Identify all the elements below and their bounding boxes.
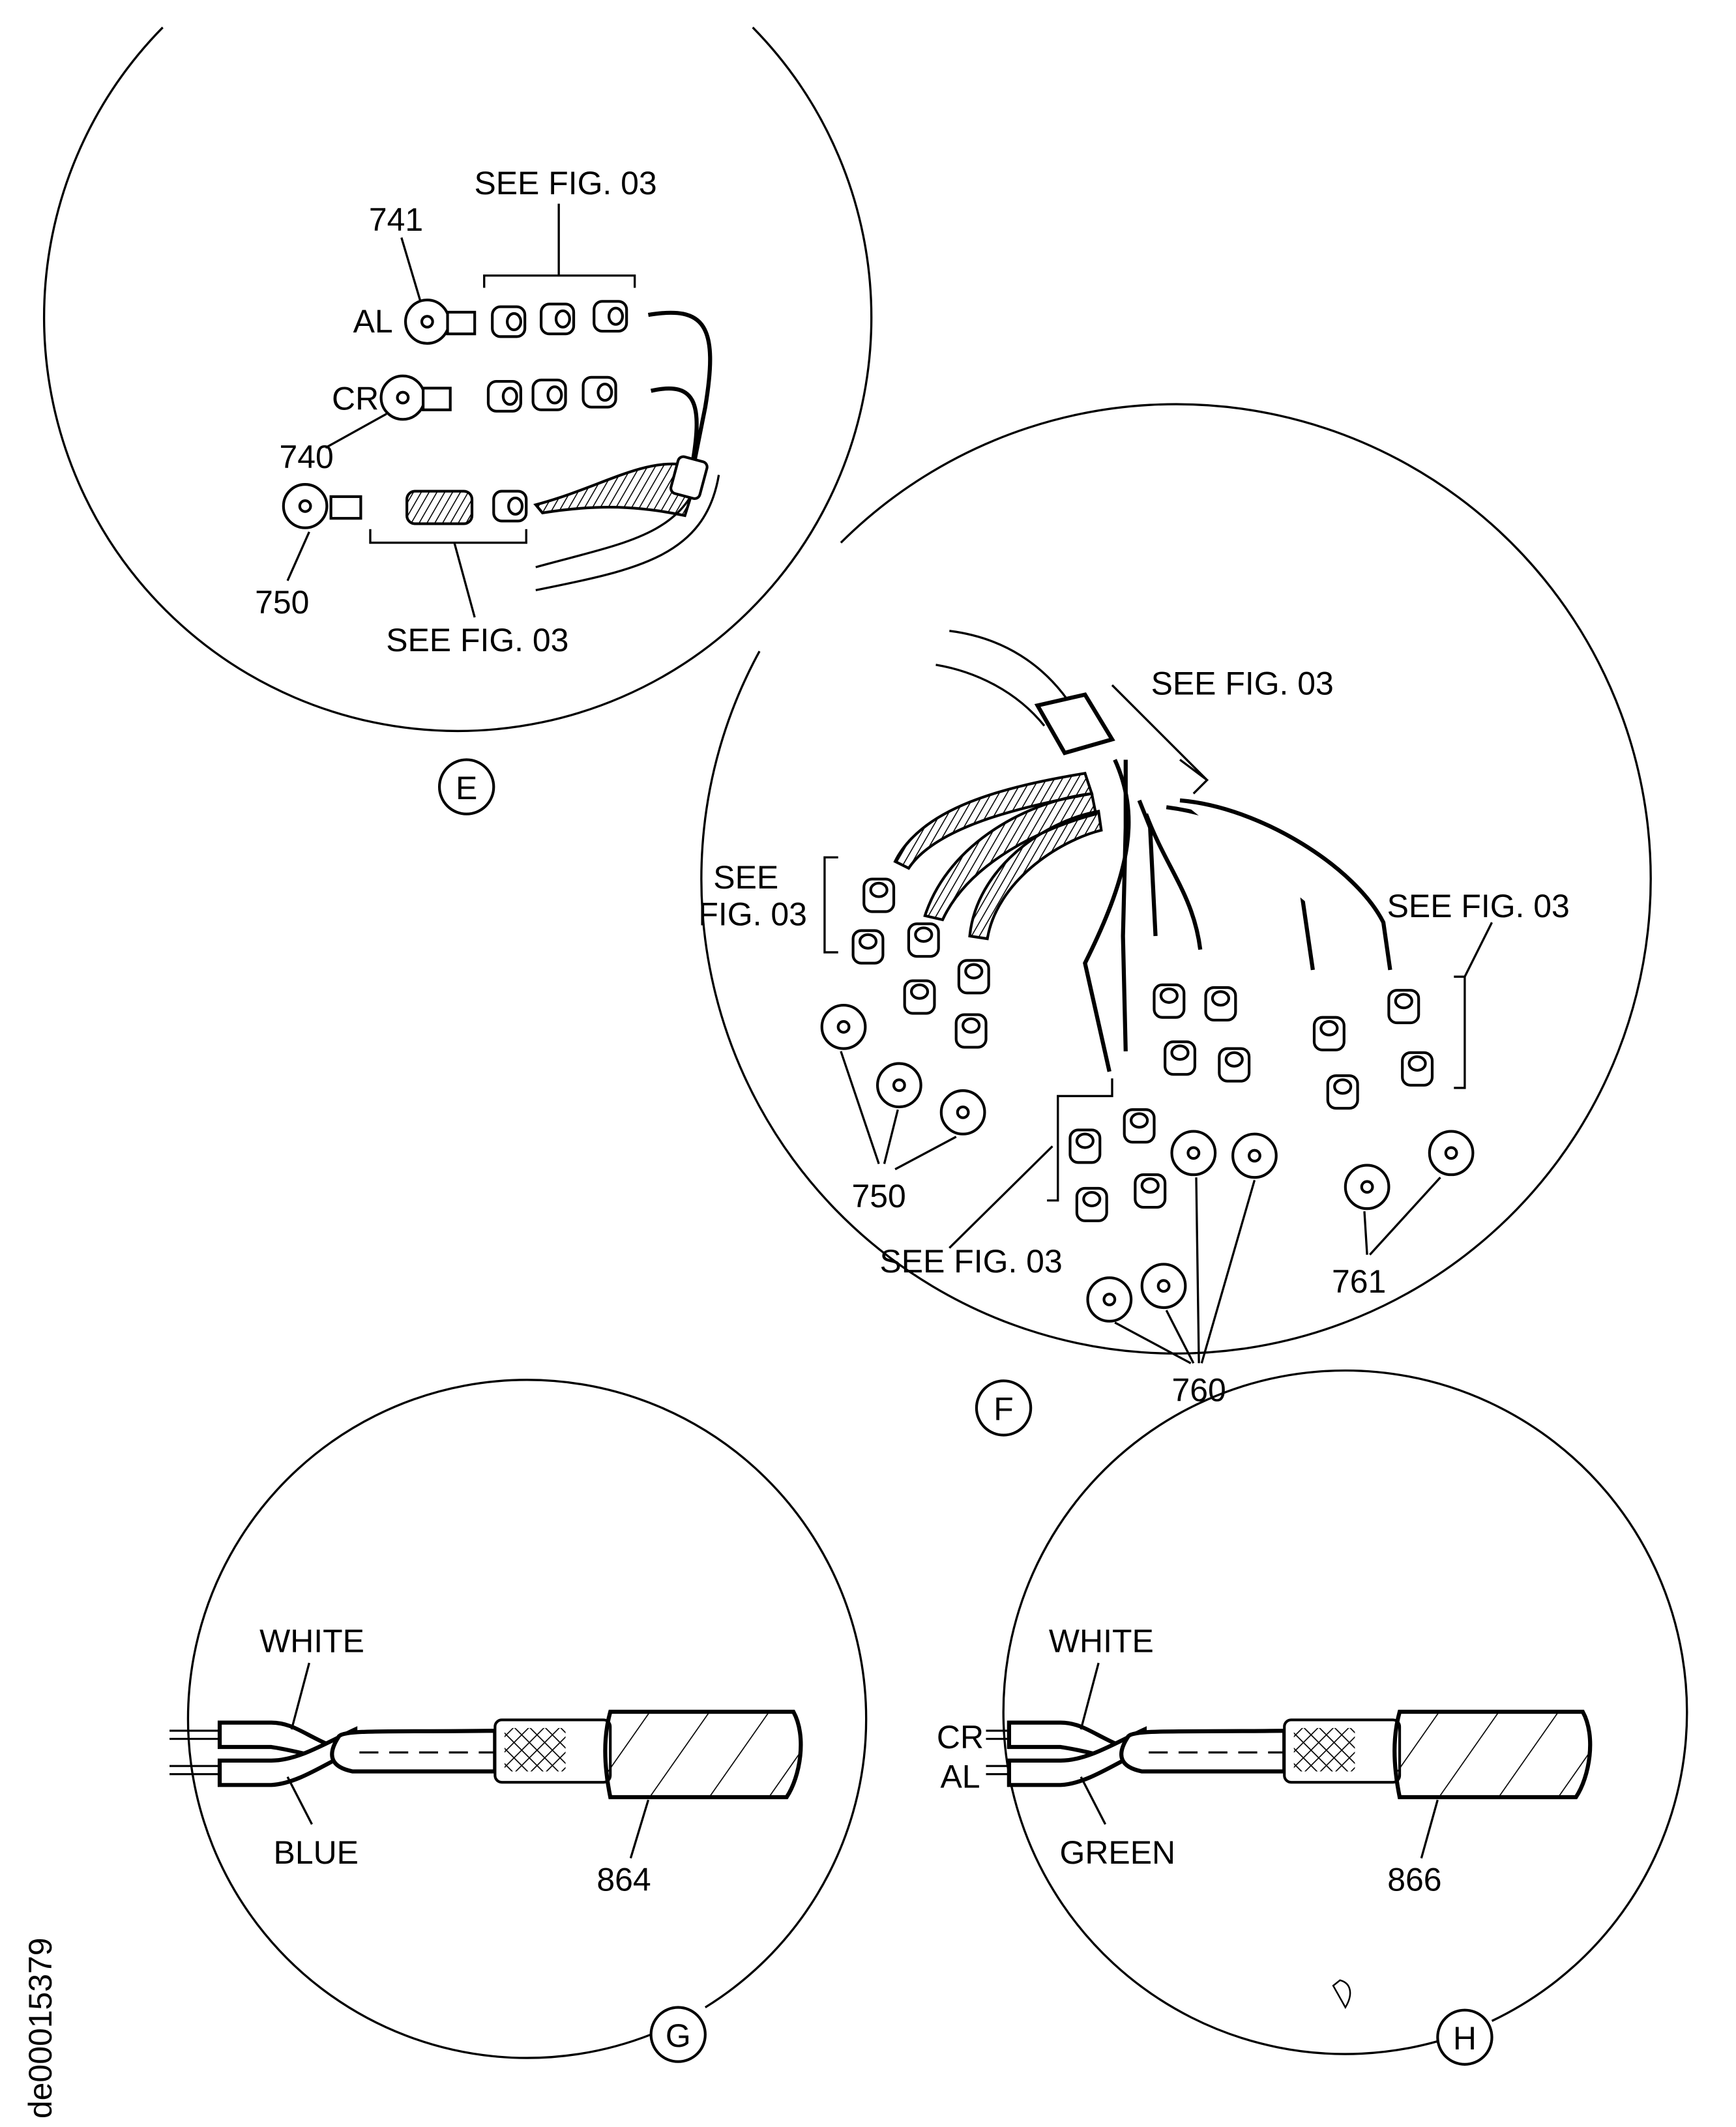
detail-e: E SEE FIG. 03 741 AL CR 740 750 SEE FIG.… [43, 26, 873, 815]
detail-h-circle [1002, 1369, 1688, 2055]
svg-text:H: H [1453, 2020, 1477, 2057]
svg-text:E: E [456, 770, 477, 806]
detail-e-marker: E [437, 758, 495, 815]
detail-h: H CR AL WHITE GREEN 866 [937, 1369, 1688, 2066]
part-number-740: 740 [280, 439, 334, 475]
bracket-line [483, 203, 636, 288]
detail-g: G WHITE BLUE 864 [169, 1379, 868, 2063]
see-fig-label: SEE FIG. 03 [1151, 666, 1334, 702]
detail-g-circle [186, 1379, 868, 2059]
fig-03-label: FIG. 03 [698, 896, 806, 932]
svg-text:G: G [666, 2017, 691, 2054]
svg-text:F: F [993, 1391, 1014, 1428]
see-fig-label: SEE FIG. 03 [386, 622, 568, 658]
detail-h-marker: H [1436, 2008, 1493, 2066]
wire-color-white: WHITE [259, 1622, 364, 1659]
cable-866 [986, 1709, 1593, 1800]
see-fig-label: SEE FIG. 03 [474, 165, 656, 201]
see-label: SEE [713, 859, 778, 896]
wire-color-white: WHITE [1049, 1622, 1154, 1659]
part-number-750: 750 [851, 1178, 905, 1214]
document-id: de00015379 [22, 1937, 59, 2119]
cable-864 [169, 1709, 803, 1800]
part-number-761: 761 [1332, 1263, 1386, 1300]
see-fig-label: SEE FIG. 03 [879, 1243, 1062, 1280]
see-fig-label: SEE FIG. 03 [1387, 888, 1570, 924]
wire-color-green: GREEN [1060, 1834, 1176, 1871]
stray-mark [1332, 1979, 1351, 2009]
detail-f: F SEE FIG. 03 SEE FIG. 03 750 [698, 403, 1652, 1437]
detail-f-circle [700, 403, 1652, 1355]
wire-label-al: AL [940, 1758, 980, 1795]
part-number-864: 864 [596, 1862, 651, 1898]
wire-color-blue: BLUE [274, 1834, 359, 1871]
wire-label-cr: CR [937, 1719, 984, 1755]
part-number-741: 741 [369, 201, 423, 238]
part-number-750: 750 [255, 584, 309, 621]
wire-label-al: AL [353, 303, 393, 340]
wire-label-cr: CR [332, 381, 379, 417]
detail-f-marker: F [975, 1379, 1033, 1437]
detail-e-circle [43, 26, 873, 733]
detail-g-marker: G [649, 2006, 707, 2063]
part-number-866: 866 [1387, 1862, 1441, 1898]
